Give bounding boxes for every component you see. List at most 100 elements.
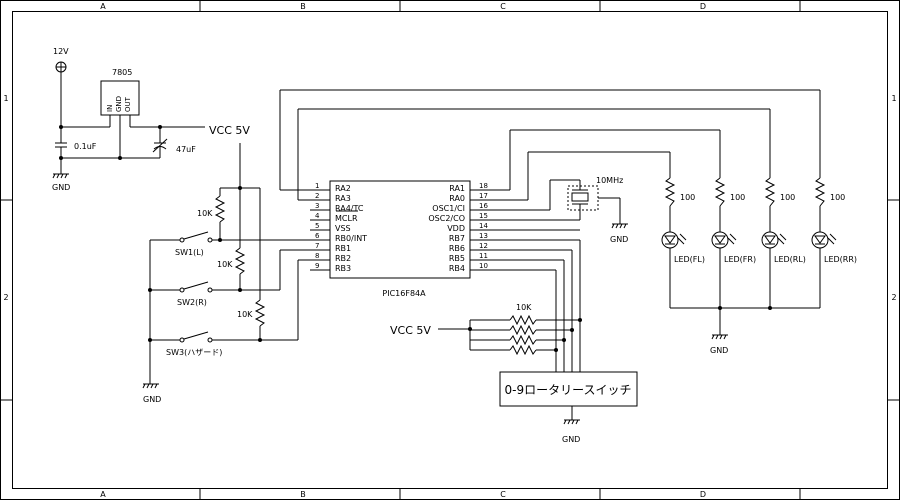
vcc-label-top: VCC 5V: [209, 124, 250, 137]
ic-pin-label: RB7: [449, 234, 465, 243]
frame-row-2-left: 2: [3, 293, 8, 302]
reg-pin-out: OUT: [124, 96, 132, 112]
ic-pin-label: RB5: [449, 254, 465, 263]
led-fl-label: LED(FL): [674, 255, 705, 264]
gnd-label-rotary: GND: [562, 435, 580, 444]
ic-pin-num: 5: [315, 222, 319, 230]
ic-pin-num: 6: [315, 232, 320, 240]
crystal-label: 10MHz: [596, 176, 623, 185]
ic-left-pins: 1 RA2 2 RA3 3 RA4/TC 4 MCLR 5 VSS 6 RB0/…: [315, 182, 367, 273]
ic-pin-label: OSC2/CO: [428, 214, 465, 223]
resistor-label: 10K: [197, 209, 213, 218]
cap-47uf-label: 47uF: [176, 145, 196, 154]
ic-pin-label: RA2: [335, 184, 351, 193]
resistor-label: 100: [830, 193, 845, 202]
ic-pin-label: RB3: [335, 264, 351, 273]
reg-pin-gnd: GND: [115, 96, 123, 112]
power-supply: 12V 7805 IN GND OUT 0.1uF 47uF: [52, 47, 250, 192]
led-fr: [711, 231, 737, 249]
frame-row-2-right: 2: [891, 293, 896, 302]
frame-row-1-right: 1: [891, 94, 896, 103]
switch-sw2-label: SW2(R): [177, 298, 207, 307]
vcc-label-rotary: VCC 5V: [390, 324, 431, 337]
regulator-label: 7805: [112, 68, 132, 77]
frame-col-d-top: D: [700, 2, 706, 11]
ic-pin-num: 2: [315, 192, 319, 200]
ic-pin-label: RB0/INT: [335, 234, 367, 243]
ic-pin-label: VDD: [447, 224, 465, 233]
ic-pin-label: RA4/TC: [335, 204, 364, 213]
cap-0.1uf-label: 0.1uF: [74, 142, 97, 151]
frame-col-b-top: B: [300, 2, 306, 11]
ic-pin-num: 13: [479, 232, 488, 240]
resistor-label: 100: [730, 193, 745, 202]
resistor-label: 10K: [516, 303, 532, 312]
ic-pin-num: 17: [479, 192, 488, 200]
ic-pin-label: VSS: [335, 224, 351, 233]
resistor-10k-2: [234, 247, 246, 275]
ic-pin-num: 12: [479, 242, 488, 250]
resistor-label: 100: [780, 193, 795, 202]
switch-sw3: [183, 331, 209, 340]
gnd-label-crystal: GND: [610, 235, 628, 244]
inner-frame: [12, 11, 888, 489]
ic-pin-num: 8: [315, 252, 319, 260]
resistor-100-fr: [714, 177, 726, 207]
ic-pin-label: RB2: [335, 254, 351, 263]
frame-col-a-bottom: A: [100, 490, 106, 499]
ic-pin-label: RA3: [335, 194, 351, 203]
ic-right-pins: 18 RA1 17 RA0 16 OSC1/CI 15 OSC2/CO 14 V…: [428, 182, 488, 273]
ic-pin-num: 3: [315, 202, 319, 210]
frame-col-d-bottom: D: [700, 490, 706, 499]
rotary-switch-box: [499, 371, 638, 407]
ic-pin-num: 4: [315, 212, 320, 220]
led-rl: [761, 231, 787, 249]
resistor-label: 10K: [237, 310, 253, 319]
switch-sw3-label: SW3(ハザード): [166, 348, 222, 357]
ic-pin-num: 14: [479, 222, 488, 230]
gnd-label-leds: GND: [710, 346, 728, 355]
ic-pin-label: RA1: [449, 184, 465, 193]
ic-pin-num: 9: [315, 262, 319, 270]
resistor-10k-3: [254, 299, 266, 327]
ic-pin-label: OSC1/CI: [432, 204, 465, 213]
rotary-switch-label: 0-9ロータリースイッチ: [504, 383, 631, 397]
power-12v-label: 12V: [53, 47, 69, 56]
reg-pin-in: IN: [106, 105, 114, 112]
resistor-10k-rb5: [509, 334, 537, 346]
frame-col-a-top: A: [100, 2, 106, 11]
resistor-100-rl: [764, 177, 776, 207]
frame-col-b-bottom: B: [300, 490, 306, 499]
led-outputs: 100 100 100 100: [279, 89, 857, 355]
switch-sw2: [183, 281, 209, 290]
rotary-switch-section: VCC 5V 10K 0-9ロータリースイッチ GND: [390, 229, 638, 444]
resistor-label: 100: [680, 193, 695, 202]
ic-pin-num: 11: [479, 252, 488, 260]
ic-pin-num: 7: [315, 242, 319, 250]
switch-sw1: [183, 231, 209, 240]
gnd-label-switches: GND: [143, 395, 161, 404]
crystal-body: [571, 192, 589, 202]
switch-inputs: 10K 10K 10K SW1(L) SW2(R): [142, 143, 310, 404]
led-rr-label: LED(RR): [824, 255, 857, 264]
resistor-label: 10K: [217, 260, 233, 269]
frame-row-1-left: 1: [3, 94, 8, 103]
frame-col-c-top: C: [500, 2, 506, 11]
ic-pin-num: 15: [479, 212, 488, 220]
ic-pin-label: RB4: [449, 264, 465, 273]
ic-pin-label: MCLR: [335, 214, 358, 223]
ic-pic16f84a: PIC16F84A 1 RA2 2 RA3 3 RA4/TC 4 MCLR 5 …: [310, 180, 492, 298]
ic-pin-num: 18: [479, 182, 488, 190]
led-fl: [661, 231, 687, 249]
ic-pin-num: 16: [479, 202, 488, 210]
ic-pin-label: RA0: [449, 194, 465, 203]
resistor-10k-1: [214, 195, 226, 223]
ic-name: PIC16F84A: [382, 289, 426, 298]
ic-pin-num: 10: [479, 262, 488, 270]
resistor-10k-rb4: [509, 344, 537, 356]
ic-pin-label: RB1: [335, 244, 351, 253]
led-rr: [811, 231, 837, 249]
led-rl-label: LED(RL): [774, 255, 806, 264]
